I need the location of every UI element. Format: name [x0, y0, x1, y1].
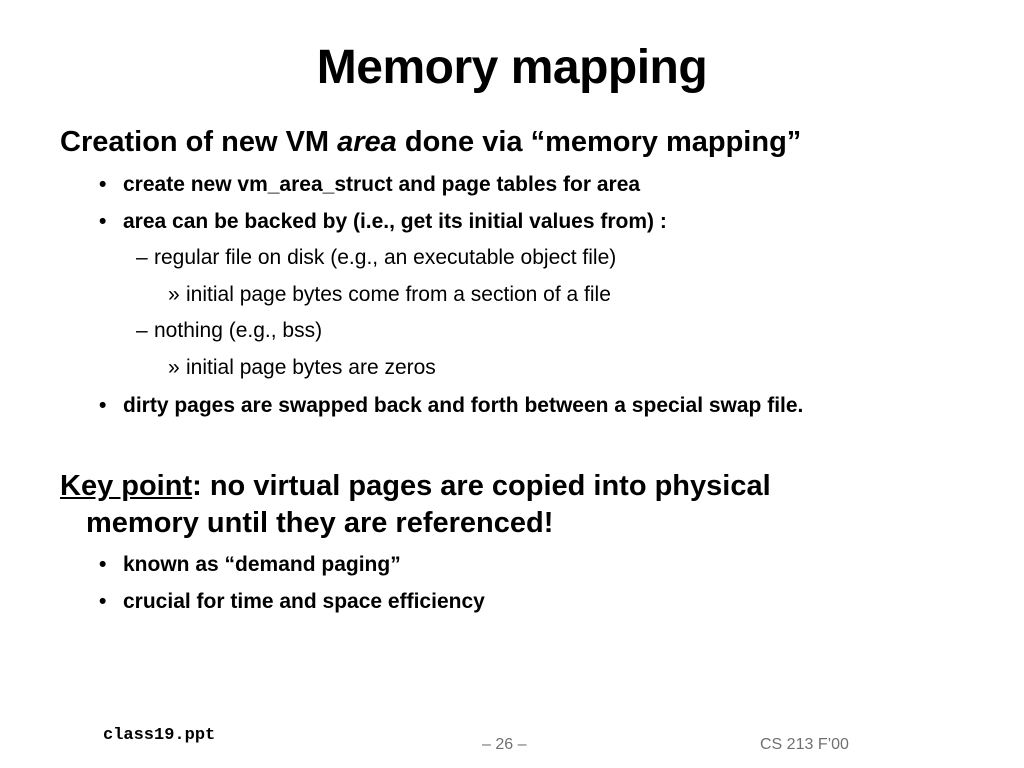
bullet-item: crucial for time and space efficiency — [123, 590, 485, 613]
bullet-marker: • — [99, 590, 107, 613]
point2-text-line2: memory until they are referenced! — [86, 507, 554, 539]
bullet-marker: • — [99, 210, 107, 233]
footer-page-number: – 26 – — [482, 736, 527, 753]
sub-marker: » — [168, 283, 180, 306]
bullet-item: create new vm_area_struct and page table… — [123, 173, 641, 196]
point1-text-after: done via “memory mapping” — [396, 126, 802, 158]
bullet-item: dirty pages are swapped back and forth b… — [123, 394, 804, 417]
point1-text-before: Creation of new VM — [60, 126, 338, 158]
footer-filename: class19.ppt — [103, 726, 216, 745]
point2-text-line1: : no virtual pages are copied into physi… — [192, 470, 771, 502]
key-point-label: Key point — [60, 470, 193, 502]
sub-marker: » — [168, 356, 180, 379]
dash-marker: – — [136, 246, 148, 269]
dash-marker: – — [136, 319, 148, 342]
bullet-marker: • — [99, 394, 107, 417]
bullet-item: area can be backed by (i.e., get its ini… — [123, 210, 667, 233]
point2-heading: Key point: no virtual pages are copied i… — [60, 468, 771, 504]
slide-title: Memory mapping — [316, 41, 708, 94]
sub-item: initial page bytes are zeros — [186, 356, 436, 379]
point1-heading: Creation of new VM area done via “memory… — [60, 124, 801, 160]
footer-course: CS 213 F’00 — [760, 736, 849, 753]
dash-item: regular file on disk (e.g., an executabl… — [154, 246, 617, 269]
sub-item: initial page bytes come from a section o… — [186, 283, 611, 306]
dash-item: nothing (e.g., bss) — [154, 319, 323, 342]
bullet-item: known as “demand paging” — [123, 553, 401, 576]
bullet-marker: • — [99, 173, 107, 196]
point1-italic-area: area — [337, 126, 397, 158]
bullet-marker: • — [99, 553, 107, 576]
